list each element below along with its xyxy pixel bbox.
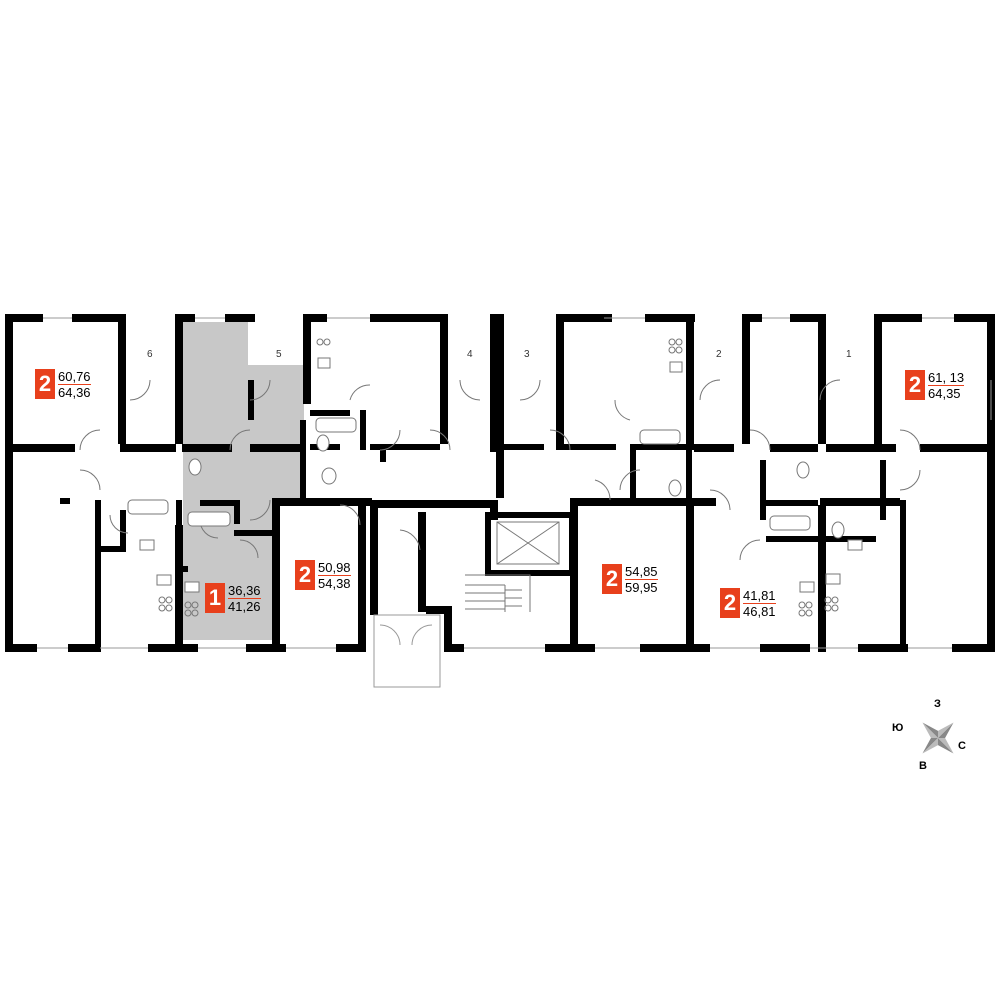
compass-south: Ю [892, 722, 904, 734]
apartment-label-6[interactable]: 2 60,76 64,36 [35, 366, 91, 402]
apartment-number: 5 [276, 349, 282, 360]
bathtubs [127, 417, 811, 531]
room-count-badge: 2 [720, 588, 740, 618]
room-count-badge: 2 [35, 369, 55, 399]
living-area: 36,36 [228, 582, 261, 598]
staircase [465, 521, 560, 612]
apartment-number: 3 [524, 349, 530, 360]
apartment-label-1[interactable]: 2 61, 13 64,35 [905, 367, 965, 403]
apartment-label-2[interactable]: 2 41,81 46,81 [720, 585, 776, 621]
apartment-number: 2 [716, 349, 722, 360]
apartment-label-3[interactable]: 2 54,85 59,95 [602, 561, 658, 597]
total-area: 41,26 [228, 597, 261, 614]
room-count-badge: 2 [905, 370, 925, 400]
apartment-label-4[interactable]: 2 50,98 54,38 [295, 557, 351, 593]
total-area: 64,36 [58, 383, 91, 400]
living-area: 54,85 [625, 563, 658, 579]
entrance [373, 614, 441, 688]
windows [37, 317, 992, 649]
room-count-badge: 2 [602, 564, 622, 594]
apartment-number: 1 [846, 349, 852, 360]
stoves [158, 338, 839, 617]
walls [5, 314, 995, 652]
apartment-label-5[interactable]: 1 36,36 41,26 [205, 580, 261, 616]
total-area: 59,95 [625, 578, 658, 595]
room-count-badge: 2 [295, 560, 315, 590]
living-area: 50,98 [318, 559, 351, 575]
doors [79, 379, 921, 561]
total-area: 64,35 [928, 384, 965, 401]
apartment-number: 4 [467, 349, 473, 360]
living-area: 61, 13 [928, 369, 965, 385]
compass-east: С [958, 740, 966, 752]
compass-north: З [934, 698, 941, 710]
total-area: 54,38 [318, 574, 351, 591]
selected-apartment-highlight[interactable] [183, 322, 304, 640]
compass-west: В [919, 760, 927, 772]
compass-rose [922, 722, 954, 754]
room-count-badge: 1 [205, 583, 225, 613]
apartment-number: 6 [147, 349, 153, 360]
living-area: 41,81 [743, 587, 776, 603]
total-area: 46,81 [743, 602, 776, 619]
living-area: 60,76 [58, 368, 91, 384]
fixtures [139, 357, 863, 593]
